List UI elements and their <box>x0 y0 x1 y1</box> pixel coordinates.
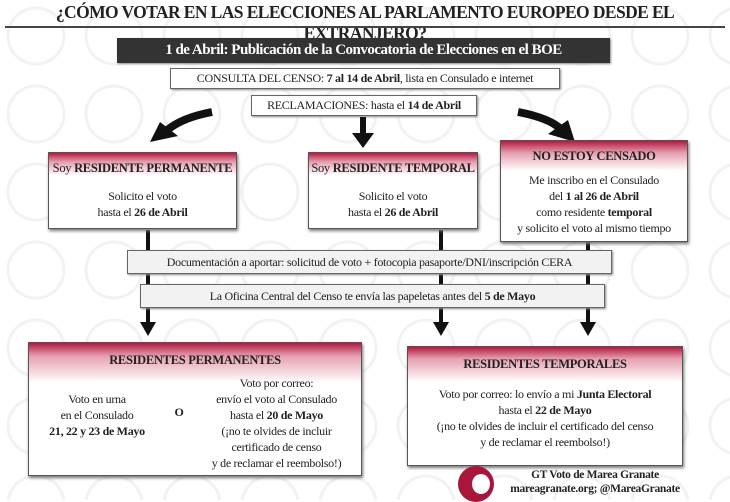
no-censado-line4: y solicito el voto al mismo tiempo <box>517 221 671 235</box>
consulta-rest: , lista en Consulado e internet <box>399 71 534 85</box>
temporal-line1: Solicito el voto <box>358 189 428 203</box>
no-censado-dates: 1 al 26 de Abril <box>565 189 640 203</box>
temporales-line3: (¡no te olvides de incluir el certificad… <box>436 419 654 433</box>
boe-banner: 1 de Abril: Publicación de la Convocator… <box>117 38 610 63</box>
temporal-line2: hasta el <box>348 205 385 219</box>
no-censado-line2a: del <box>549 189 566 203</box>
correo-line2: envío el voto al Consulado <box>216 392 337 406</box>
reclamaciones-label: RECLAMACIONES: hasta el <box>267 98 405 112</box>
arrow-left-head <box>150 122 178 142</box>
arrow-right-head <box>548 120 575 142</box>
residente-permanente-box: Soy RESIDENTE PERMANENTE Solicito el vot… <box>48 152 237 229</box>
permanente-line1: Solicito el voto <box>108 189 177 203</box>
permanente-line2: hasta el <box>97 205 135 219</box>
arrow-center-head <box>352 133 374 148</box>
no-censado-temporal: temporal <box>607 205 653 219</box>
footer-org: GT Voto de Marea Granate <box>531 469 659 481</box>
temporales-line1: Voto por correo: lo envío a mi <box>438 387 577 401</box>
urna-line1: Voto en urna <box>68 392 126 406</box>
no-censado-line1: Me inscribo en el Consulado <box>529 173 659 187</box>
residentes-permanentes-box: RESIDENTES PERMANENTES Voto en urna en e… <box>28 342 362 476</box>
consulta-censo-box: CONSULTA DEL CENSO: 7 al 14 de Abril, li… <box>170 68 560 89</box>
arrow-right <box>517 108 565 133</box>
correo-line4: (¡no te olvides de incluir <box>221 424 332 438</box>
arrowhead-3 <box>580 322 596 336</box>
or-separator: O <box>169 405 189 420</box>
correo-date: 20 de Mayo <box>266 408 324 422</box>
connector-line-3 <box>586 242 590 324</box>
oficina-date: 5 de Mayo <box>484 288 536 303</box>
documentacion-bar: Documentación a aportar: solicitud de vo… <box>127 250 612 274</box>
residentes-temporales-box: RESIDENTES TEMPORALES Voto por correo: l… <box>407 346 683 466</box>
temporales-line2: hasta el <box>498 403 536 417</box>
urna-line2: en el Consulado <box>60 408 134 422</box>
consulta-dates: 7 al 14 de Abril <box>326 71 401 85</box>
temporal-pre: Soy <box>311 161 333 175</box>
or-text: O <box>174 405 184 419</box>
temporal-date: 26 de Abril <box>384 205 439 219</box>
oficina-text: La Oficina Central del Censo te envía la… <box>209 288 483 303</box>
no-censado-box: NO ESTOY CENSADO Me inscribo en el Consu… <box>500 140 688 242</box>
residente-temporal-box: Soy RESIDENTE TEMPORAL Solicito el voto … <box>308 152 478 229</box>
temporales-date: 22 de Mayo <box>535 403 592 417</box>
permanente-title: RESIDENTE PERMANENTE <box>74 161 233 175</box>
reclamaciones-date: 14 de Abril <box>407 98 462 112</box>
correo-line6: y de reclamar el reembolso!) <box>211 456 342 470</box>
oficina-censo-bar: La Oficina Central del Censo te envía la… <box>140 284 605 308</box>
temporal-title: RESIDENTE TEMPORAL <box>332 161 475 175</box>
connector-line-1 <box>146 230 150 324</box>
correo-line5: certificado de censo <box>231 440 322 454</box>
temporales-line4: y de reclamar el reembolso!) <box>480 435 610 449</box>
arrowhead-2 <box>433 322 449 336</box>
permanente-date: 26 de Abril <box>134 205 188 219</box>
voto-correo: Voto por correo: envío el voto al Consul… <box>194 375 359 471</box>
title-underline <box>5 26 725 28</box>
consulta-label: CONSULTA DEL CENSO: <box>196 71 324 85</box>
permanente-pre: Soy <box>52 161 75 175</box>
urna-dates: 21, 22 y 23 de Mayo <box>49 424 145 438</box>
correo-line3: hasta el <box>230 408 267 422</box>
arrow-left <box>162 108 213 136</box>
connector-line-2 <box>439 230 443 324</box>
res-temporales-title: RESIDENTES TEMPORALES <box>463 357 627 371</box>
footer-web[interactable]: mareagranate.org; @MareaGranate <box>510 483 680 495</box>
res-permanentes-title: RESIDENTES PERMANENTES <box>109 353 281 367</box>
arrowhead-1 <box>140 322 156 336</box>
correo-line1: Voto por correo: <box>239 376 314 390</box>
no-censado-title: NO ESTOY CENSADO <box>532 149 656 163</box>
junta-electoral: Junta Electoral <box>576 387 652 401</box>
voto-urna: Voto en urna en el Consulado 21, 22 y 23… <box>37 391 157 439</box>
arrow-center <box>360 117 366 135</box>
no-censado-line3a: como residente <box>536 205 608 219</box>
reclamaciones-box: RECLAMACIONES: hasta el 14 de Abril <box>251 95 477 116</box>
footer-credits: GT Voto de Marea Granate mareagranate.or… <box>505 468 685 496</box>
marea-granate-logo-icon <box>458 466 494 502</box>
